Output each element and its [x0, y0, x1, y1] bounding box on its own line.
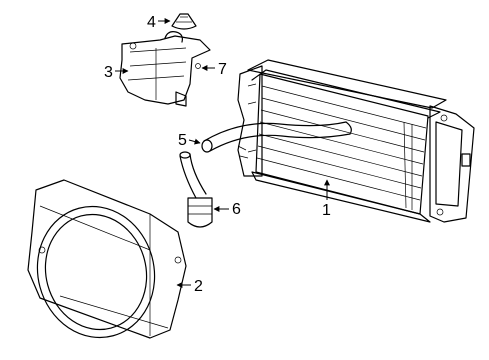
callout-6: 6 — [213, 201, 241, 218]
callout-label: 7 — [218, 61, 227, 78]
callout-1: 1 — [322, 179, 331, 219]
callout-label: 5 — [178, 132, 187, 149]
upper-hose-part — [201, 121, 352, 159]
callout-4: 4 — [147, 14, 171, 31]
callout-2: 2 — [176, 278, 203, 295]
callout-5: 5 — [178, 132, 201, 149]
callout-label: 4 — [147, 14, 156, 31]
fan-shroud-part — [27, 179, 187, 339]
callout-7: 7 — [201, 61, 227, 78]
callout-label: 6 — [232, 201, 241, 218]
callout-label: 3 — [104, 64, 113, 81]
coolant-cap-part — [171, 13, 197, 30]
callout-3: 3 — [104, 64, 129, 81]
lower-hose-part — [179, 151, 213, 228]
callout-label: 2 — [194, 278, 203, 295]
reservoir-part — [119, 31, 211, 107]
callout-label: 1 — [322, 202, 331, 219]
radiator-part — [237, 59, 475, 223]
